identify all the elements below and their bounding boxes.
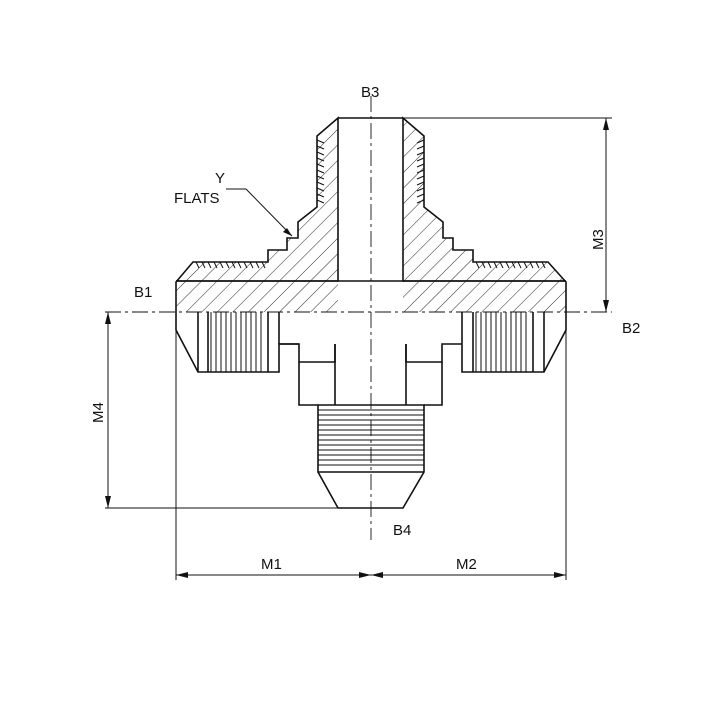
port-label-b1: B1 (134, 284, 152, 301)
port-label-b3: B3 (361, 84, 379, 101)
lower-threads (210, 312, 527, 466)
port-label-b4: B4 (393, 522, 411, 539)
dimension-label-m4: M4 (90, 402, 107, 423)
dimension-label-m2: M2 (456, 556, 477, 573)
flats-callout-y: Y (215, 170, 225, 187)
dimension-label-m3: M3 (590, 229, 607, 250)
center-lines (105, 96, 612, 540)
port-label-b2: B2 (622, 320, 640, 337)
flats-callout-label: FLATS (174, 190, 220, 207)
upper-threads (195, 139, 546, 269)
lower-body-outline (175, 312, 567, 509)
dimension-label-m1: M1 (261, 556, 282, 573)
dimension-lines (105, 117, 612, 580)
